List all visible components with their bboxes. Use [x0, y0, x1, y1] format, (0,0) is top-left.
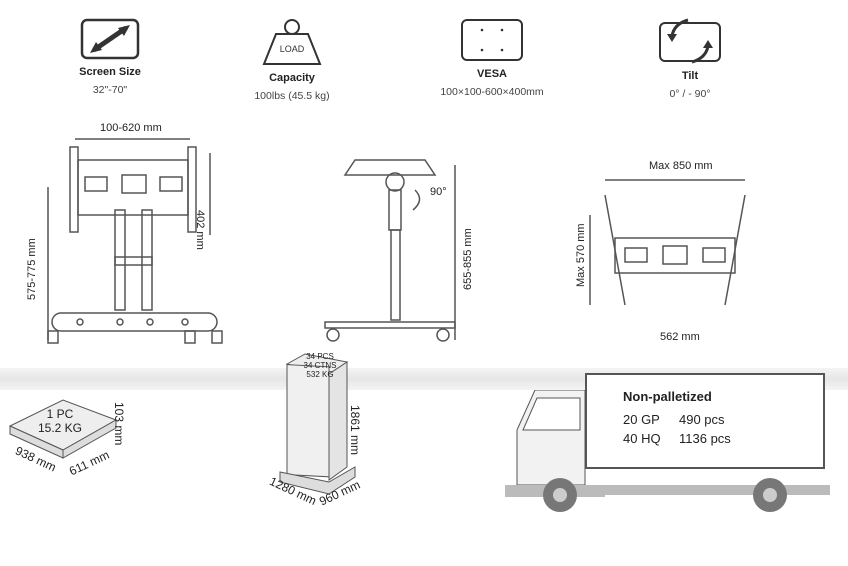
spec-value: 100lbs (45.5 kg) [254, 90, 330, 102]
container-type: 20 GP [623, 412, 660, 427]
shipping-title: Non-palletized [623, 389, 712, 404]
pallet-top-label: 34 PCS 34 CTNS 532 KG [296, 352, 344, 379]
spec-tilt: Tilt 0° / - 90° [610, 18, 770, 100]
front-height-label: 575-775 mm [26, 238, 38, 300]
tilted-height-label: Max 570 mm [575, 223, 587, 287]
pallet-pcs: 34 PCS [306, 352, 334, 361]
carton-top-label: 1 PC 15.2 KG [30, 407, 90, 435]
spec-vesa: VESA 100×100-600×400mm [412, 18, 572, 98]
container-qty: 490 pcs [679, 412, 725, 427]
diagonal-arrow-icon [80, 18, 140, 60]
spec-value: 100×100-600×400mm [440, 86, 544, 98]
carton-qty: 1 PC [46, 407, 74, 421]
carton-weight: 15.2 KG [37, 421, 83, 435]
container-qty: 1136 pcs [679, 431, 731, 446]
side-view-drawing [324, 159, 456, 342]
spec-title: Tilt [681, 70, 699, 82]
front-view-drawing [47, 138, 223, 344]
vesa-icon [461, 19, 523, 61]
pallet-drawing [279, 353, 356, 495]
weight-icon: LOAD [262, 19, 322, 65]
spec-title: Capacity [269, 72, 315, 84]
container-type: 40 HQ [623, 431, 661, 446]
spec-value: 0° / - 90° [669, 88, 711, 100]
pallet-ctns: 34 CTNS [303, 361, 337, 370]
pallet-weight: 532 KG [306, 370, 334, 379]
tilt-icon [659, 18, 721, 64]
front-width-label: 100-620 mm [100, 122, 162, 134]
truck-chassis-drawing [600, 478, 830, 512]
shipping-row: 40 HQ 1136 pcs [623, 431, 823, 446]
spec-capacity: LOAD Capacity 100lbs (45.5 kg) [212, 18, 372, 102]
shipping-row: 20 GP 490 pcs [623, 412, 823, 427]
tilted-view-drawing [589, 179, 746, 306]
weight-icon-text: LOAD [280, 44, 305, 54]
truck-cab-drawing [505, 390, 605, 512]
front-vesa-height-label: 402 mm [194, 210, 206, 250]
spec-title: Screen Size [79, 66, 141, 78]
spec-value: 32"-70" [92, 84, 128, 96]
spec-title: VESA [477, 68, 507, 80]
side-height-label: 655-855 mm [462, 228, 474, 290]
carton-drawing [8, 399, 118, 459]
spec-screen-size: Screen Size 32"-70" [30, 18, 190, 96]
side-angle-label: 90° [430, 186, 447, 198]
pallet-height-label: 1861 mm [348, 405, 362, 456]
carton-height-label: 103 mm [112, 402, 126, 446]
tilted-base-label: 562 mm [660, 331, 700, 343]
tilted-width-label: Max 850 mm [649, 160, 713, 172]
shipping-info-box: Non-palletized 20 GP 490 pcs 40 HQ 1136 pc… [585, 373, 825, 469]
